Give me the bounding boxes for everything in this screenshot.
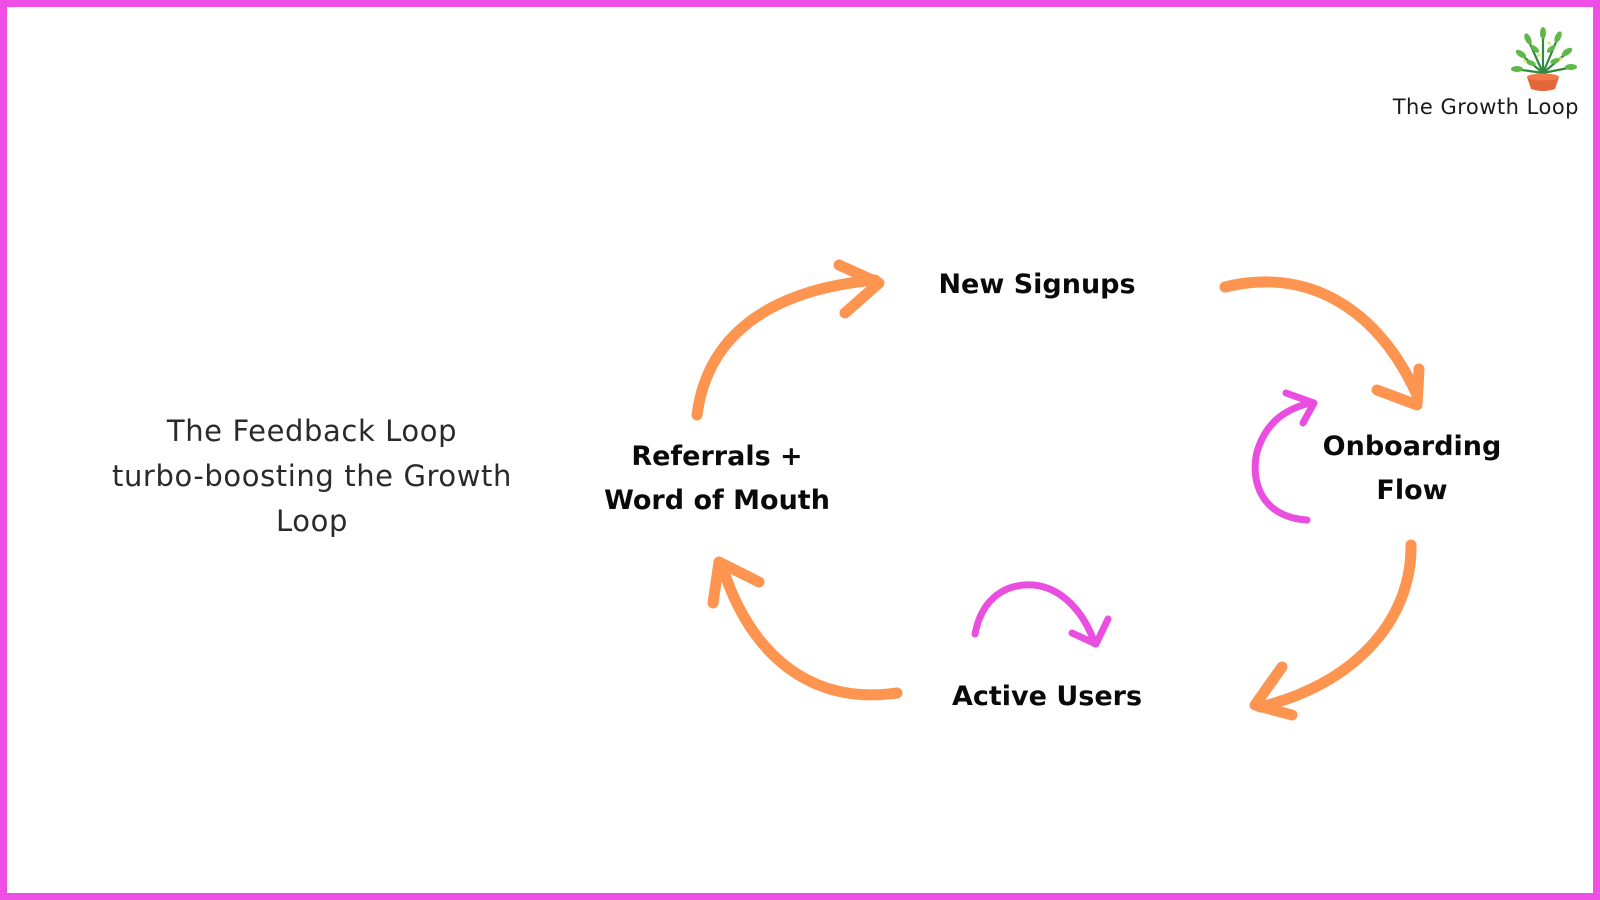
brand-logo: The Growth Loop	[1359, 23, 1579, 119]
feedback-arrow-active-users	[971, 581, 1112, 648]
loop-arrows	[691, 259, 1425, 721]
diagram-caption: The Feedback Loop turbo-boosting the Gro…	[87, 409, 537, 544]
feedback-arrow-onboarding	[1251, 389, 1318, 524]
node-onboarding-flow: Onboarding Flow	[1302, 425, 1522, 513]
potted-plant-icon	[1511, 27, 1577, 91]
node-active-users: Active Users	[947, 675, 1147, 719]
caption-line: The Feedback Loop	[166, 414, 458, 448]
node-label: Onboarding	[1322, 431, 1502, 462]
node-label: Active Users	[951, 681, 1143, 712]
caption-line: Loop	[276, 504, 348, 538]
node-label: New Signups	[938, 269, 1136, 300]
caption-line: turbo-boosting the Growth	[111, 459, 513, 493]
brand-name: The Growth Loop	[1392, 95, 1579, 119]
node-label: Referrals +	[631, 441, 803, 472]
arrow-active-to-referrals	[707, 556, 903, 701]
node-label: Flow	[1376, 475, 1448, 506]
arrow-onboarding-to-active	[1249, 539, 1417, 721]
arrow-signups-to-onboarding	[1219, 276, 1425, 411]
node-referrals: Referrals + Word of Mouth	[587, 435, 847, 523]
node-new-signups: New Signups	[937, 263, 1137, 307]
node-label: Word of Mouth	[604, 485, 830, 516]
arrow-referrals-to-signups	[691, 259, 885, 421]
